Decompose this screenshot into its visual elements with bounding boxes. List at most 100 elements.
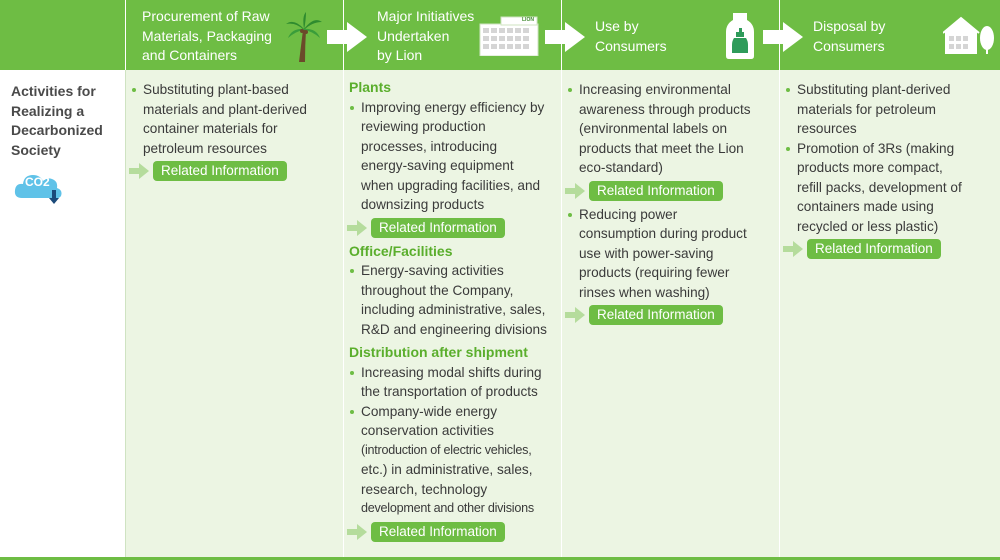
- list-item-line: petroleum resources: [143, 140, 267, 156]
- col-disposal: [780, 70, 1000, 560]
- header-disposal-line: Consumers: [813, 37, 885, 54]
- co2-label: CO2: [25, 175, 50, 189]
- list-item-line: energy-saving equipment: [361, 158, 514, 173]
- initiatives-content: Plants Improving energy efficiency by re…: [347, 78, 559, 546]
- related-info-link[interactable]: Related Information: [565, 180, 777, 201]
- arrow-right-icon: [347, 219, 367, 236]
- co2-cloud-icon: [14, 175, 62, 204]
- header-procurement-line: Procurement of Raw: [142, 8, 270, 24]
- related-info-link[interactable]: Related Information: [347, 521, 559, 542]
- list-item: Increasing environmental awareness throu…: [567, 80, 777, 178]
- arrow-right-icon: [347, 523, 367, 540]
- list-item-line: Improving energy efficiency by: [361, 99, 545, 115]
- palm-tree-icon: [286, 12, 322, 62]
- bottom-border: [0, 557, 1000, 560]
- list-item-line: the transportation of products: [361, 384, 538, 399]
- header-disposal-line: Disposal by: [813, 18, 886, 34]
- list-item-line: products that meet the Lion: [579, 140, 744, 156]
- list-item-line: reviewing production: [361, 119, 486, 134]
- column-divider: [125, 0, 126, 70]
- list-item-line: rinses when washing): [579, 284, 710, 300]
- related-info-button[interactable]: Related Information: [371, 521, 505, 542]
- column-divider: [779, 0, 780, 560]
- header-initiatives-line: by Lion: [377, 47, 423, 63]
- list-item-line: Substituting plant-derived: [797, 82, 951, 97]
- list-item-line: containers made using: [797, 199, 934, 214]
- use-content: Increasing environmental awareness throu…: [565, 80, 777, 329]
- related-info-link[interactable]: Related Information: [347, 217, 559, 238]
- plants-heading: Plants: [349, 79, 392, 95]
- list-item-line: products (requiring fewer: [579, 265, 730, 280]
- col-procurement: [126, 70, 344, 560]
- list-item-line: (environmental labels on: [579, 121, 728, 136]
- header-initiatives-line: Undertaken: [377, 27, 450, 44]
- header-use-line: Use by: [595, 18, 639, 34]
- distribution-heading: Distribution after shipment: [349, 344, 528, 360]
- list-item-line: when upgrading facilities, and: [361, 177, 541, 193]
- header-procurement: Procurement of Raw Materials, Packaging …: [126, 0, 344, 70]
- list-item-line: development and other divisions: [361, 501, 534, 515]
- list-item-line: processes, introducing: [361, 138, 498, 154]
- header-procurement-line: and Containers: [142, 47, 237, 63]
- row-label-line: Society: [11, 141, 61, 158]
- related-info-button[interactable]: Related Information: [807, 239, 941, 259]
- related-info-button[interactable]: Related Information: [371, 217, 505, 238]
- arrow-right-icon: [565, 182, 585, 199]
- row-label: Activities for Realizing a Decarbonized …: [11, 82, 121, 160]
- list-item: Improving energy efficiency by reviewing…: [349, 98, 559, 215]
- disposal-content: Substituting plant-derived materials for…: [783, 80, 997, 263]
- list-item-line: Substituting plant-based: [143, 82, 289, 97]
- list-item-line: downsizing products: [361, 197, 485, 212]
- arrow-right-icon: [545, 22, 585, 52]
- list-item: Promotion of 3Rs (making products more c…: [785, 139, 997, 237]
- header-disposal: Disposal by Consumers: [780, 0, 1000, 70]
- list-item-line: products more compact,: [797, 160, 943, 175]
- arrow-right-icon: [129, 163, 149, 179]
- list-item-line: container materials for: [143, 121, 278, 136]
- arrow-right-icon: [327, 22, 367, 52]
- related-info-link[interactable]: Related Information: [565, 305, 777, 325]
- list-item: Substituting plant-derived materials for…: [785, 80, 997, 139]
- col-initiatives: [344, 70, 562, 560]
- column-divider: [561, 0, 562, 560]
- row-label-line: Realizing a: [11, 102, 85, 119]
- header-use-line: Consumers: [595, 37, 667, 54]
- arrow-right-icon: [783, 241, 803, 257]
- header-procurement-line: Materials, Packaging: [142, 27, 272, 44]
- list-item-line: (introduction of electric vehicles,: [361, 442, 532, 457]
- list-item-line: refill packs, development of: [797, 179, 962, 195]
- list-item-line: materials and plant-derived: [143, 101, 307, 117]
- related-info-button[interactable]: Related Information: [153, 161, 287, 181]
- arrow-right-icon: [763, 22, 803, 52]
- related-info-link[interactable]: Related Information: [129, 161, 339, 181]
- list-item: Energy-saving activities throughout the …: [349, 261, 559, 339]
- bottle-icon: [726, 13, 754, 59]
- procurement-content: Substituting plant-based materials and p…: [129, 80, 339, 185]
- related-info-link[interactable]: Related Information: [783, 239, 997, 259]
- list-item-line: throughout the Company,: [361, 282, 514, 298]
- list-item: Substituting plant-based materials and p…: [131, 80, 339, 158]
- column-divider: [125, 70, 126, 560]
- list-item-line: awareness through products: [579, 101, 751, 117]
- related-info-button[interactable]: Related Information: [589, 180, 723, 201]
- column-divider: [343, 0, 344, 560]
- list-item-line: R&D and engineering divisions: [361, 321, 547, 337]
- house-icon: [943, 16, 994, 54]
- list-item-line: eco-standard): [579, 160, 663, 175]
- header-initiatives-line: Major Initiatives: [377, 8, 475, 24]
- list-item-line: resources: [797, 121, 857, 136]
- list-item-line: Increasing modal shifts during: [361, 364, 542, 380]
- header-use: Use by Consumers: [562, 0, 780, 70]
- list-item-line: materials for petroleum: [797, 101, 937, 117]
- list-item-line: recycled or less plastic): [797, 218, 939, 234]
- list-item-line: research, technology: [361, 481, 488, 497]
- office-heading: Office/Facilities: [349, 242, 453, 259]
- list-item-line: Increasing environmental: [579, 82, 731, 97]
- row-label-cell: Activities for Realizing a Decarbonized …: [0, 70, 125, 560]
- list-item-line: etc.) in administrative, sales,: [361, 462, 533, 477]
- list-item-line: conservation activities: [361, 423, 494, 438]
- header-initiatives: Major Initiatives Undertaken by Lion LIO…: [344, 0, 562, 70]
- list-item-line: Reducing power: [579, 206, 678, 222]
- related-info-button[interactable]: Related Information: [589, 305, 723, 325]
